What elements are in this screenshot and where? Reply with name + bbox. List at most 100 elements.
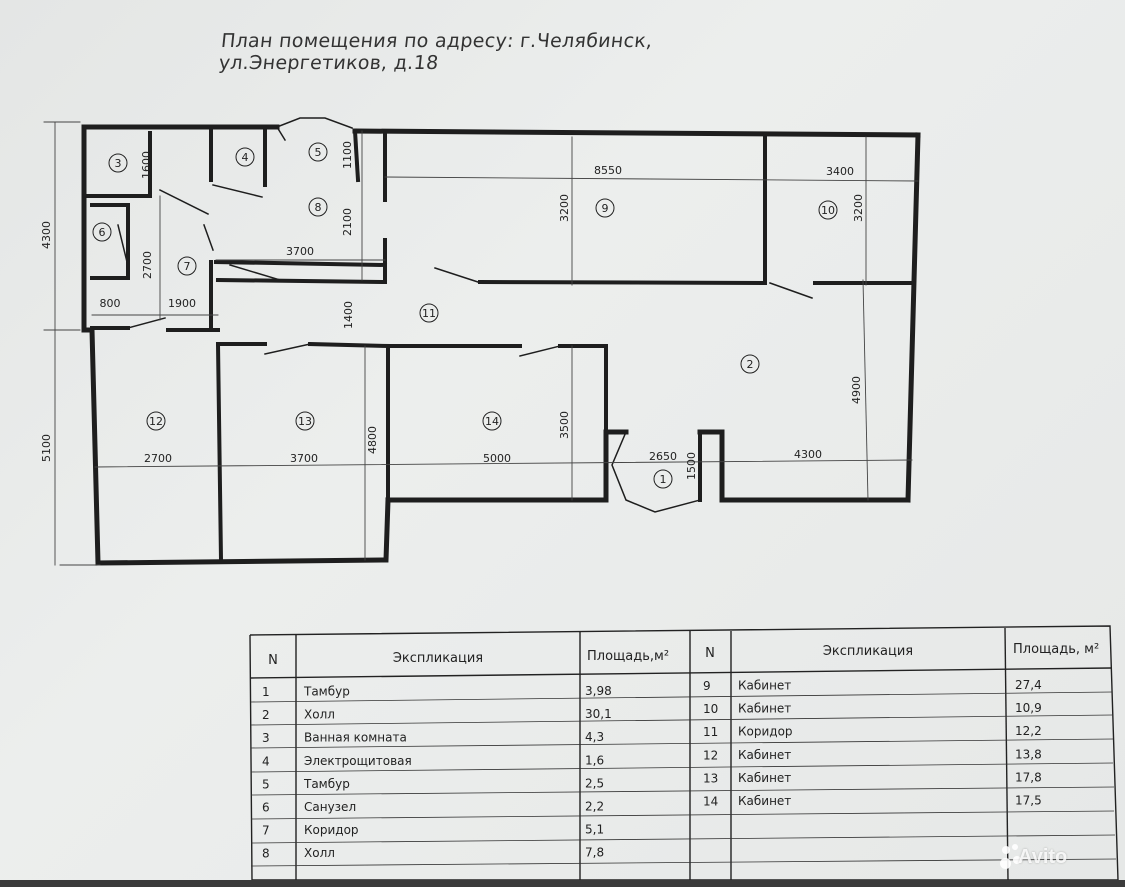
table-cell-name: Санузел xyxy=(304,800,356,814)
table-cell-n: 7 xyxy=(262,824,270,838)
table-header-expl2: Экспликация xyxy=(823,644,913,659)
svg-text:10: 10 xyxy=(821,204,835,217)
room-9: 9 xyxy=(595,198,615,218)
svg-text:3500: 3500 xyxy=(558,411,571,439)
table-cell-name: Кабинет xyxy=(738,702,791,716)
svg-text:1600: 1600 xyxy=(140,151,153,179)
table-cell-area: 5,1 xyxy=(585,823,604,837)
table-cell-name: Кабинет xyxy=(738,748,791,762)
table-cell-area: 3,98 xyxy=(585,684,612,698)
dimension-labels: 8550 3400 3700 800 1900 2700 3700 5000 2… xyxy=(40,141,865,480)
room-5: 5 xyxy=(308,142,328,162)
table-header-expl: Экспликация xyxy=(393,651,483,666)
avito-logo-icon xyxy=(1000,842,1022,872)
svg-text:4800: 4800 xyxy=(366,426,379,454)
svg-text:1: 1 xyxy=(660,473,667,486)
svg-text:3200: 3200 xyxy=(852,194,865,222)
table-header-n: N xyxy=(268,653,278,668)
svg-text:5100: 5100 xyxy=(40,434,53,462)
room-10: 10 xyxy=(818,200,838,220)
table-cell-area: 13,8 xyxy=(1015,747,1042,761)
svg-text:4300: 4300 xyxy=(40,221,53,249)
room-labels: 1 2 3 4 5 6 7 8 9 10 11 12 13 14 xyxy=(92,142,838,489)
table-cell-n: 9 xyxy=(703,679,711,693)
table-header-area2: Площадь, м² xyxy=(1013,642,1099,657)
table-cell-area: 17,8 xyxy=(1015,770,1042,784)
svg-text:13: 13 xyxy=(298,415,312,428)
svg-text:2: 2 xyxy=(747,358,754,371)
table-cell-name: Тамбур xyxy=(303,777,350,791)
room-12: 12 xyxy=(146,411,166,431)
svg-text:8: 8 xyxy=(315,201,322,214)
table-header-area: Площадь,м² xyxy=(587,649,669,664)
room-8: 8 xyxy=(308,197,328,217)
table-cell-area: 2,2 xyxy=(585,800,604,814)
table-cell-area: 17,5 xyxy=(1015,794,1042,808)
svg-text:12: 12 xyxy=(149,415,163,428)
table-cell-n: 3 xyxy=(262,731,270,745)
table-cell-name: Электрощитовая xyxy=(304,754,412,768)
table-cell-n: 5 xyxy=(262,777,270,791)
table-cell-n: 13 xyxy=(703,771,718,785)
room-1: 1 xyxy=(653,469,673,489)
svg-text:2700: 2700 xyxy=(141,251,154,279)
room-4: 4 xyxy=(235,147,255,167)
svg-text:3700: 3700 xyxy=(290,452,318,465)
room-2: 2 xyxy=(740,354,760,374)
bottom-edge xyxy=(0,880,1125,887)
table-cell-n: 14 xyxy=(703,795,718,809)
room-14: 14 xyxy=(482,411,502,431)
table-cell-n: 12 xyxy=(703,748,718,762)
svg-text:1500: 1500 xyxy=(685,452,698,480)
svg-text:3700: 3700 xyxy=(286,245,314,258)
svg-text:8550: 8550 xyxy=(594,164,622,177)
svg-text:9: 9 xyxy=(602,202,609,215)
table-cell-name: Коридор xyxy=(304,823,359,837)
svg-text:4: 4 xyxy=(242,151,249,164)
table-cell-name: Кабинет xyxy=(738,794,791,808)
table-cell-n: 1 xyxy=(262,685,270,699)
table-cell-n: 6 xyxy=(262,801,270,815)
table-cell-name: Тамбур xyxy=(303,685,350,699)
watermark-text: Avito xyxy=(1018,846,1068,868)
svg-text:6: 6 xyxy=(99,226,106,239)
svg-text:3200: 3200 xyxy=(558,194,571,222)
svg-text:2100: 2100 xyxy=(341,208,354,236)
table-cell-n: 4 xyxy=(262,754,270,768)
table-cell-name: Ванная комната xyxy=(304,731,407,745)
table-cell-area: 10,9 xyxy=(1015,701,1042,715)
room-6: 6 xyxy=(92,222,112,242)
internal-walls xyxy=(82,128,914,563)
room-11: 11 xyxy=(419,303,439,323)
svg-text:1100: 1100 xyxy=(341,141,354,169)
table-cell-area: 4,3 xyxy=(585,730,604,744)
doors xyxy=(117,117,813,513)
table-cell-area: 2,5 xyxy=(585,776,604,790)
svg-text:1900: 1900 xyxy=(168,297,196,310)
table-cell-area: 12,2 xyxy=(1015,724,1042,738)
table-cell-name: Кабинет xyxy=(738,679,791,693)
table-cell-n: 8 xyxy=(262,847,270,861)
svg-text:5: 5 xyxy=(315,146,322,159)
svg-text:3400: 3400 xyxy=(826,165,854,178)
room-13: 13 xyxy=(295,411,315,431)
table-cell-area: 1,6 xyxy=(585,753,604,767)
table-cell-name: Холл xyxy=(304,708,335,722)
table-cell-name: Холл xyxy=(304,846,335,860)
table-cell-name: Коридор xyxy=(738,725,793,739)
room-7: 7 xyxy=(177,256,197,276)
table-cell-name: Кабинет xyxy=(738,771,791,785)
room-3: 3 xyxy=(108,153,128,173)
svg-text:1400: 1400 xyxy=(342,301,355,329)
svg-text:2650: 2650 xyxy=(649,450,677,463)
table-header-n2: N xyxy=(705,646,715,661)
svg-text:800: 800 xyxy=(100,297,121,310)
table-cell-n: 10 xyxy=(703,702,718,716)
svg-text:11: 11 xyxy=(422,307,436,320)
explication-table: N Экспликация Площадь,м² N Экспликация П… xyxy=(249,625,1119,881)
svg-text:5000: 5000 xyxy=(483,452,511,465)
svg-text:4900: 4900 xyxy=(850,376,863,404)
table-cell-n: 11 xyxy=(703,725,718,739)
table-cell-area: 27,4 xyxy=(1015,678,1042,692)
